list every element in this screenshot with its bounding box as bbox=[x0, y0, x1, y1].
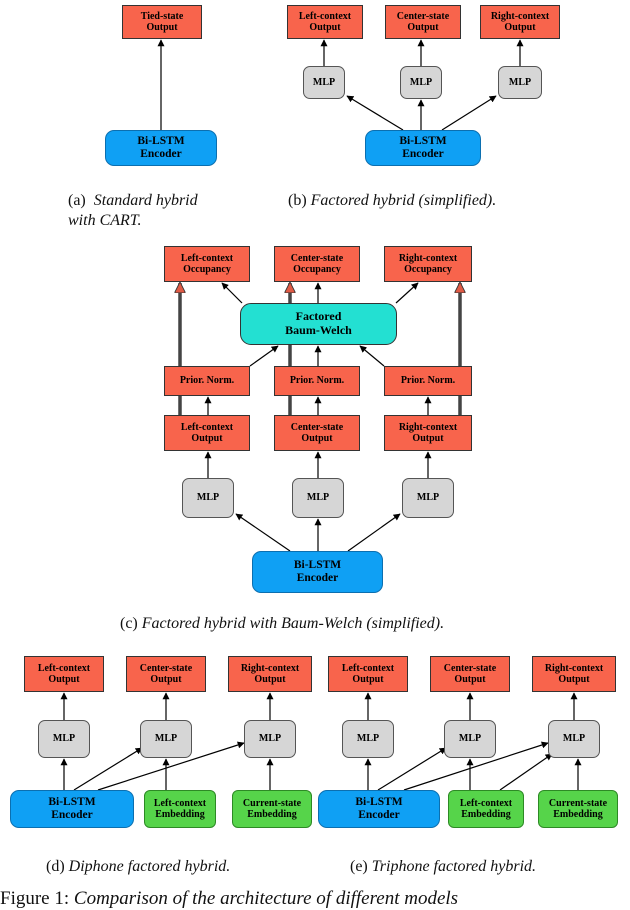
b-right-mlp: MLP bbox=[498, 66, 542, 99]
c-center-state-occupancy: Center-state Occupancy bbox=[274, 246, 360, 282]
d-center-state-output: Center-state Output bbox=[126, 656, 206, 692]
e-left-context-embedding: Left-context Embedding bbox=[448, 790, 524, 828]
a-bilstm-encoder: Bi-LSTM Encoder bbox=[105, 130, 217, 166]
caption-b: (b) Factored hybrid (simplified). bbox=[288, 192, 496, 210]
figure-caption-text: Comparison of the architecture of differ… bbox=[73, 888, 459, 909]
e-enc-to-right-mlp-arrow bbox=[403, 741, 549, 791]
figure-caption: Figure 1: Comparison of the architecture… bbox=[0, 888, 458, 910]
caption-a-line2: with CART. bbox=[68, 212, 142, 230]
b-center-mlp: MLP bbox=[400, 66, 442, 99]
caption-c-text: Factored hybrid with Baum-Welch (simplif… bbox=[141, 615, 445, 632]
d-current-state-embedding: Current-state Embedding bbox=[232, 790, 312, 828]
d-right-context-output: Right-context Output bbox=[228, 656, 312, 692]
b-right-context-output: Right-context Output bbox=[480, 5, 560, 39]
caption-e-text: Triphone factored hybrid. bbox=[371, 858, 537, 875]
e-bilstm-encoder: Bi-LSTM Encoder bbox=[318, 790, 440, 828]
d-left-context-output: Left-context Output bbox=[24, 656, 104, 692]
b-bilstm-encoder: Bi-LSTM Encoder bbox=[365, 130, 481, 166]
b-enc-to-right-mlp-arrow bbox=[441, 95, 497, 131]
caption-a-text-2: with CART. bbox=[68, 212, 142, 229]
caption-d: (d) Diphone factored hybrid. bbox=[46, 858, 230, 876]
d-left-mlp: MLP bbox=[38, 720, 90, 758]
b-left-mlp: MLP bbox=[303, 66, 345, 99]
caption-b-text: Factored hybrid (simplified). bbox=[310, 192, 497, 209]
caption-b-label: (b) bbox=[288, 192, 307, 209]
c-left-prior-to-bw-arrow bbox=[249, 345, 279, 367]
c-left-mlp: MLP bbox=[182, 478, 234, 518]
b-left-context-output: Left-context Output bbox=[287, 5, 363, 39]
c-right-context-occupancy: Right-context Occupancy bbox=[384, 246, 472, 282]
a-tied-state-output: Tied-state Output bbox=[122, 5, 202, 39]
c-factored-baum-welch: Factored Baum-Welch bbox=[240, 303, 397, 345]
caption-e-label: (e) bbox=[350, 858, 368, 875]
e-right-context-output: Right-context Output bbox=[532, 656, 616, 692]
c-right-context-output: Right-context Output bbox=[384, 415, 472, 451]
caption-a-text-1: Standard hybrid bbox=[93, 192, 198, 209]
c-right-prior-to-bw-arrow bbox=[359, 345, 385, 367]
caption-d-text: Diphone factored hybrid. bbox=[68, 858, 231, 875]
c-left-context-output: Left-context Output bbox=[164, 415, 250, 451]
c-right-prior-norm: Prior. Norm. bbox=[384, 366, 472, 396]
e-center-mlp: MLP bbox=[444, 720, 496, 758]
d-enc-to-right-mlp-arrow bbox=[97, 741, 245, 791]
caption-a: (a) Standard hybrid bbox=[68, 192, 198, 210]
c-left-context-occupancy: Left-context Occupancy bbox=[164, 246, 250, 282]
e-left-context-output: Left-context Output bbox=[328, 656, 408, 692]
d-enc-to-center-mlp-arrow bbox=[73, 747, 143, 791]
c-center-prior-norm: Prior. Norm. bbox=[274, 366, 360, 396]
figure-caption-label: Figure 1: bbox=[0, 888, 70, 909]
c-enc-to-right-mlp-arrow bbox=[347, 513, 401, 552]
caption-a-label: (a) bbox=[68, 192, 86, 209]
c-bw-to-right-occ-arrow bbox=[395, 282, 419, 304]
d-bilstm-encoder: Bi-LSTM Encoder bbox=[10, 790, 134, 828]
b-enc-to-left-mlp-arrow bbox=[346, 95, 404, 131]
e-left-mlp: MLP bbox=[342, 720, 394, 758]
caption-d-label: (d) bbox=[46, 858, 65, 875]
caption-c: (c) Factored hybrid with Baum-Welch (sim… bbox=[120, 615, 444, 633]
c-center-mlp: MLP bbox=[292, 478, 344, 518]
c-enc-to-left-mlp-arrow bbox=[235, 513, 291, 552]
e-leftemb-to-right-mlp-arrow bbox=[499, 753, 553, 791]
c-left-prior-norm: Prior. Norm. bbox=[164, 366, 250, 396]
d-left-context-embedding: Left-context Embedding bbox=[144, 790, 216, 828]
d-right-mlp: MLP bbox=[244, 720, 296, 758]
e-current-state-embedding: Current-state Embedding bbox=[538, 790, 618, 828]
c-center-state-output: Center-state Output bbox=[274, 415, 360, 451]
e-enc-to-center-mlp-arrow bbox=[377, 747, 447, 791]
b-center-state-output: Center-state Output bbox=[385, 5, 461, 39]
c-bw-to-left-occ-arrow bbox=[221, 282, 243, 304]
e-center-state-output: Center-state Output bbox=[430, 656, 510, 692]
caption-e: (e) Triphone factored hybrid. bbox=[350, 858, 536, 876]
d-center-mlp: MLP bbox=[140, 720, 192, 758]
e-right-mlp: MLP bbox=[548, 720, 600, 758]
caption-c-label: (c) bbox=[120, 615, 138, 632]
c-right-mlp: MLP bbox=[402, 478, 454, 518]
c-bilstm-encoder: Bi-LSTM Encoder bbox=[252, 551, 383, 593]
